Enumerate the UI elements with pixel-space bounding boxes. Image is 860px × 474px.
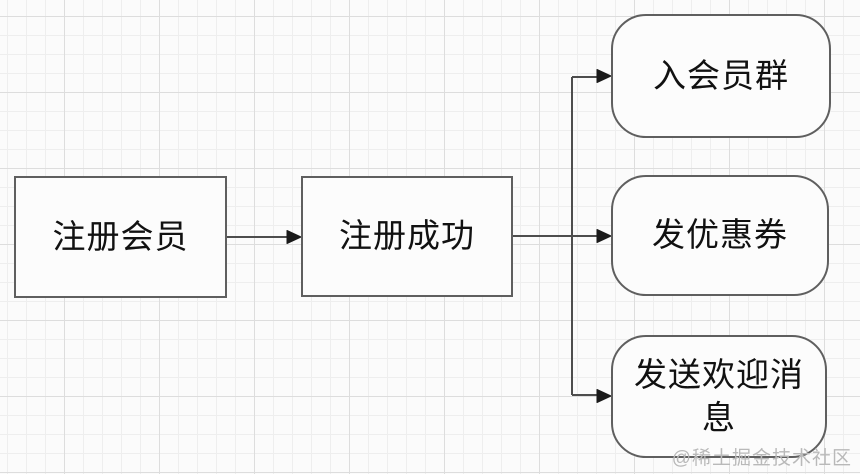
- arrowhead-icon: [596, 389, 612, 403]
- arrowhead-icon: [286, 230, 302, 244]
- edge-success-branches: [513, 69, 612, 403]
- node-send-coupon[interactable]: 发优惠券: [611, 175, 829, 296]
- edge-register-to-success: [227, 230, 302, 244]
- node-send-welcome-message[interactable]: 发送欢迎消息: [611, 335, 827, 458]
- node-register-member[interactable]: 注册会员: [14, 176, 227, 298]
- node-register-success[interactable]: 注册成功: [301, 176, 513, 297]
- node-join-member-group[interactable]: 入会员群: [611, 14, 831, 138]
- node-join-member-group-label: 入会员群: [653, 56, 789, 94]
- node-send-coupon-label: 发优惠券: [652, 216, 788, 254]
- node-register-success-label: 注册成功: [339, 217, 475, 255]
- arrowhead-icon: [596, 69, 612, 83]
- node-send-welcome-message-label: 发送欢迎消息: [634, 355, 804, 436]
- arrowhead-icon: [596, 229, 612, 243]
- node-register-member-label: 注册会员: [52, 217, 189, 255]
